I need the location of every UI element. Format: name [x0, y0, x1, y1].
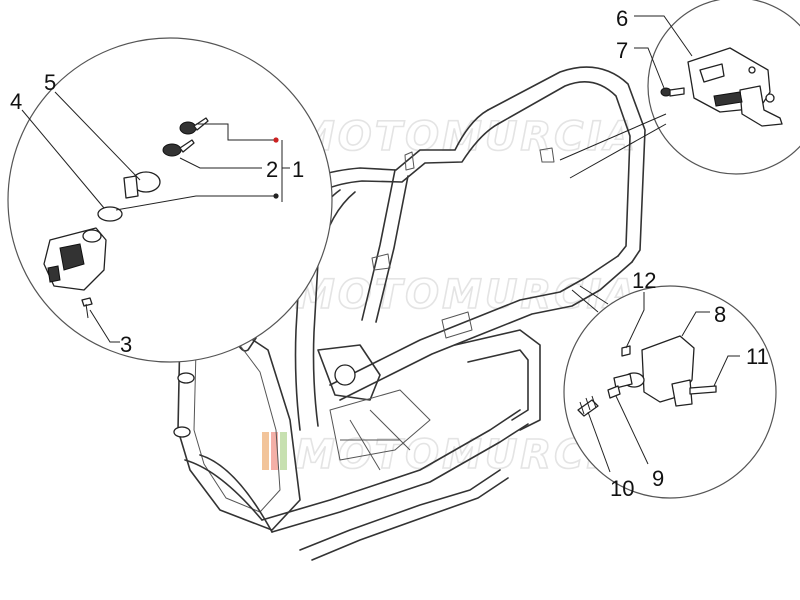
callout-6: 6	[616, 6, 628, 31]
leader-8	[681, 311, 710, 337]
lock-body	[43, 227, 107, 291]
key-2-part	[162, 139, 195, 157]
pin-part-9	[607, 385, 621, 399]
lock-ring-part-4	[97, 206, 123, 222]
callout-1: 1	[292, 157, 304, 182]
marker-dot-key-1	[273, 137, 279, 143]
callout-5: 5	[44, 70, 56, 95]
callout-labels: 5 4 2 1 3 6 7 12 8 11 9 10	[10, 6, 769, 501]
seat-latch-part-6	[687, 47, 783, 127]
leaders-left	[21, 91, 290, 343]
detail-seat-lock	[559, 0, 800, 179]
screw-part-7	[660, 87, 685, 97]
callout-7: 7	[616, 38, 628, 63]
callout-4: 4	[10, 89, 22, 114]
leader-6	[634, 15, 693, 57]
detail-actuator	[563, 285, 777, 499]
leader-actuator-frame	[571, 285, 609, 313]
leader-12	[625, 292, 645, 349]
screw-part-11	[689, 385, 717, 395]
watermark-flag-green	[280, 432, 287, 470]
watermark-flag-red	[271, 432, 278, 470]
callout-3: 3	[120, 332, 132, 357]
watermark-top: MOTOMURCIA	[262, 113, 638, 161]
detail-circle-left	[7, 37, 333, 363]
callout-10: 10	[610, 476, 634, 501]
marker-dot-lock	[273, 193, 279, 199]
screw-part-3	[81, 297, 93, 307]
actuator-part-8	[613, 335, 695, 407]
leader-7	[634, 47, 665, 89]
leader-9	[615, 395, 649, 465]
callout-2: 2	[266, 157, 278, 182]
frame-boss	[173, 426, 191, 438]
frame-boss	[177, 372, 195, 384]
watermark-flag-orange	[262, 432, 269, 470]
cradle-hole	[334, 364, 356, 386]
callout-12: 12	[632, 268, 656, 293]
watermark-text: MOTOMURCIA	[295, 272, 638, 318]
detail-ignition-lock	[7, 37, 333, 363]
leader-10	[587, 411, 611, 473]
lock-cover-part-5	[123, 171, 161, 199]
callout-9: 9	[652, 466, 664, 491]
nut-part-12	[621, 345, 631, 357]
callout-8: 8	[714, 302, 726, 327]
leader-seat-lock-frame	[559, 113, 667, 179]
spring-part-10	[577, 395, 599, 417]
watermark-text: MOTOMURCIA	[295, 114, 638, 160]
leader-11	[713, 355, 740, 387]
callout-11: 11	[746, 344, 769, 369]
